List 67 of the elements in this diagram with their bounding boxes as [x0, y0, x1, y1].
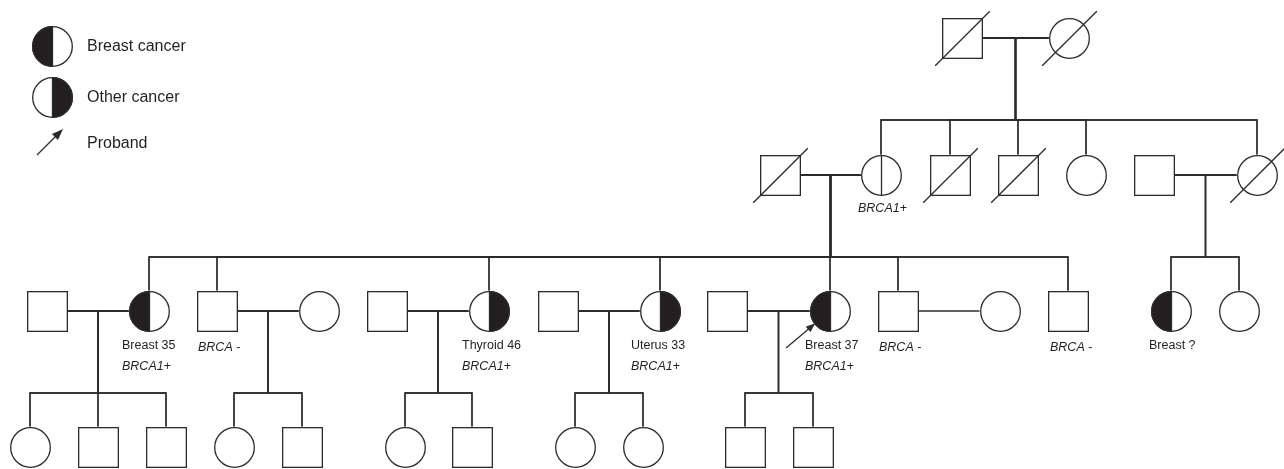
female-symbol [213, 426, 255, 468]
male-symbol [366, 290, 408, 332]
annotation-text: Thyroid 46 [462, 338, 522, 352]
male-symbol [26, 290, 68, 332]
annotation-text: Breast ? [1149, 338, 1196, 352]
legend-label: Proband [87, 134, 148, 152]
female-symbol [860, 154, 902, 196]
descent-line [267, 310, 303, 428]
female-symbol [1218, 290, 1260, 332]
female-symbol [639, 290, 681, 332]
male-symbol [145, 426, 187, 468]
descent-line [608, 310, 644, 428]
female-symbol [298, 290, 340, 332]
male-symbol [537, 290, 579, 332]
annotation-text: Uterus 33 [631, 338, 686, 352]
descent-line [437, 310, 473, 428]
annotation-text: Breast 35 [122, 338, 176, 352]
annotation-text: BRCA1+ [631, 359, 680, 373]
male-symbol [451, 426, 493, 468]
legend-label: Breast cancer [87, 37, 186, 55]
female-symbol [809, 290, 851, 332]
relationship-line [577, 310, 641, 312]
descent-line [1204, 174, 1240, 292]
relationship-line [1173, 174, 1238, 176]
female-symbol [1150, 290, 1192, 332]
female-symbol [1236, 154, 1278, 196]
female-symbol [128, 290, 170, 332]
annotation-text: BRCA1+ [858, 201, 907, 215]
relationship-line [917, 310, 981, 312]
female-symbol [979, 290, 1021, 332]
male-symbol [196, 290, 238, 332]
female-symbol [1048, 17, 1090, 59]
male-symbol [997, 154, 1039, 196]
female-symbol [554, 426, 596, 468]
annotation-text: BRCA - [879, 340, 922, 354]
female-symbol [9, 426, 51, 468]
annotation-text: Breast 37 [805, 338, 859, 352]
male-symbol [1047, 290, 1089, 332]
male-symbol [792, 426, 834, 468]
male-symbol [929, 154, 971, 196]
male-symbol [759, 154, 801, 196]
female-symbol [1065, 154, 1107, 196]
annotation-text: BRCA - [1050, 340, 1093, 354]
male-symbol [706, 290, 748, 332]
descent-line [97, 310, 167, 428]
relationship-line [406, 310, 470, 312]
male-symbol [77, 426, 119, 468]
relationship-line [799, 174, 862, 176]
male-symbol [877, 290, 919, 332]
annotation-text: BRCA - [198, 340, 241, 354]
annotation-text: BRCA1+ [462, 359, 511, 373]
legend-label: Other cancer [87, 88, 180, 106]
relationship-line [746, 310, 811, 312]
relationship-line [981, 37, 1050, 39]
male-symbol [281, 426, 323, 468]
relationship-line [236, 310, 300, 312]
annotation-text: BRCA1+ [805, 359, 854, 373]
proband-arrow [785, 323, 815, 349]
female-symbol [468, 290, 510, 332]
male-symbol [941, 17, 983, 59]
male-symbol [1133, 154, 1175, 196]
relationship-line [66, 310, 130, 312]
male-symbol [724, 426, 766, 468]
female-symbol [384, 426, 426, 468]
female-symbol [622, 426, 664, 468]
annotation-text: BRCA1+ [122, 359, 171, 373]
descent-line [777, 310, 814, 428]
